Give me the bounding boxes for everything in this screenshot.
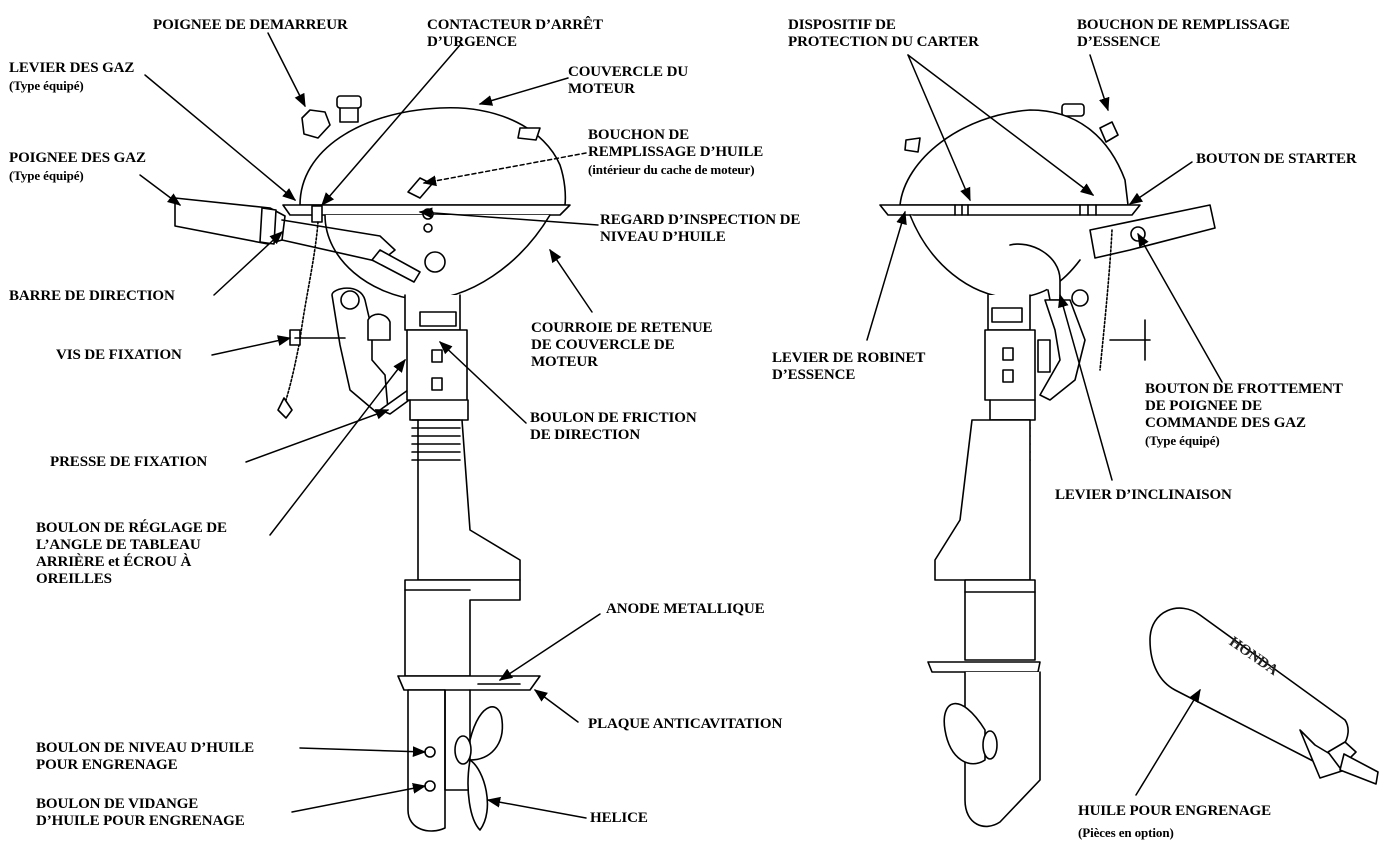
label-courroie: COURROIE DE RETENUE DE COUVERCLE DE MOTE… [531,320,713,371]
label-levier-robinet: LEVIER DE ROBINET D’ESSENCE [772,350,925,384]
label-boulon-niveau: BOULON DE NIVEAU D’HUILE POUR ENGRENAGE [36,740,254,774]
label-levier-gaz: LEVIER DES GAZ (Type équipé) [9,60,134,94]
label-line: DISPOSITIF DE [788,17,896,33]
label-line: LEVIER DES GAZ [9,60,135,76]
label-line: POIGNEE DES GAZ [9,150,146,166]
label-presse-fixation: PRESSE DE FIXATION [50,454,208,470]
label-line: COMMANDE DES GAZ [1145,415,1306,431]
label-huile-engrenage: HUILE POUR ENGRENAGE (Pièces en option) [1078,803,1271,841]
label-boulon-vidange: BOULON DE VIDANGE D’HUILE POUR ENGRENAGE [36,796,245,830]
label-line: HUILE POUR ENGRENAGE [1078,803,1272,819]
label-line: DE COUVERCLE DE [531,337,675,353]
label-line: POUR ENGRENAGE [36,757,178,773]
label-line: BOUCHON DE [588,127,690,143]
label-line: D’HUILE POUR ENGRENAGE [36,813,245,829]
label-line: DE DIRECTION [530,427,641,443]
label-line: (Type équipé) [9,78,84,93]
label-bouton-frottement: BOUTON DE FROTTEMENT DE POIGNEE DE COMMA… [1145,381,1343,449]
label-bouchon-essence: BOUCHON DE REMPLISSAGE D’ESSENCE [1077,17,1290,51]
label-levier-inclinaison: LEVIER D’INCLINAISON [1055,487,1232,503]
label-contacteur-arret: CONTACTEUR D’ARRÊT D’URGENCE [427,17,603,51]
label-vis-fixation: VIS DE FIXATION [56,347,182,363]
label-line: (Type équipé) [1145,433,1220,448]
label-line: REGARD D’INSPECTION DE [600,212,801,228]
label-line: (Type équipé) [9,168,84,183]
label-line: D’ESSENCE [1077,34,1161,50]
label-line: BOULON DE VIDANGE [36,796,199,812]
label-line: LEVIER DE ROBINET [772,350,926,366]
label-line: MOTEUR [568,81,635,97]
label-line: REMPLISSAGE D’HUILE [588,144,764,160]
label-line: L’ANGLE DE TABLEAU [36,537,201,553]
label-dispositif-carter: DISPOSITIF DE PROTECTION DU CARTER [788,17,979,51]
label-line: BOULON DE NIVEAU D’HUILE [36,740,255,756]
label-line: COURROIE DE RETENUE [531,320,713,336]
label-reglage-angle: BOULON DE RÉGLAGE DE L’ANGLE DE TABLEAU … [36,520,227,588]
label-line: (Pièces en option) [1078,825,1174,840]
label-line: PROTECTION DU CARTER [788,34,979,50]
right-motor [879,103,1216,828]
label-poignee-demarreur: POIGNEE DE DEMARREUR [153,17,348,33]
label-line: COUVERCLE DU [568,64,689,80]
label-barre-direction: BARRE DE DIRECTION [9,288,175,304]
label-line: BOUCHON DE REMPLISSAGE [1077,17,1290,33]
label-line: NIVEAU D’HUILE [600,229,726,245]
label-line: OREILLES [36,571,112,587]
label-line: MOTEUR [531,354,598,370]
label-helice: HELICE [590,810,648,826]
gear-oil-tube: HONDA [1149,607,1379,785]
label-line: BOULON DE RÉGLAGE DE [36,520,227,536]
label-plaque: PLAQUE ANTICAVITATION [588,716,783,732]
leader-lines [139,32,1223,819]
label-line: BOUTON DE FROTTEMENT [1145,381,1343,397]
label-line: BOULON DE FRICTION [530,410,697,426]
label-regard-inspection: REGARD D’INSPECTION DE NIVEAU D’HUILE [600,212,800,246]
label-boulon-friction: BOULON DE FRICTION DE DIRECTION [530,410,697,444]
label-line: DE POIGNEE DE [1145,398,1263,414]
label-poignee-gaz: POIGNEE DES GAZ (Type équipé) [9,150,146,184]
label-line: (intérieur du cache de moteur) [588,162,755,177]
label-couvercle-moteur: COUVERCLE DU MOTEUR [568,64,688,98]
label-line: D’ESSENCE [772,367,856,383]
label-bouton-starter: BOUTON DE STARTER [1196,151,1357,167]
label-line: ARRIÈRE et ÉCROU À [36,554,192,570]
label-bouchon-huile: BOUCHON DE REMPLISSAGE D’HUILE (intérieu… [588,127,763,178]
label-line: CONTACTEUR D’ARRÊT [427,17,603,33]
label-line: D’URGENCE [427,34,517,50]
left-motor [174,95,571,832]
label-anode: ANODE METALLIQUE [606,601,765,617]
